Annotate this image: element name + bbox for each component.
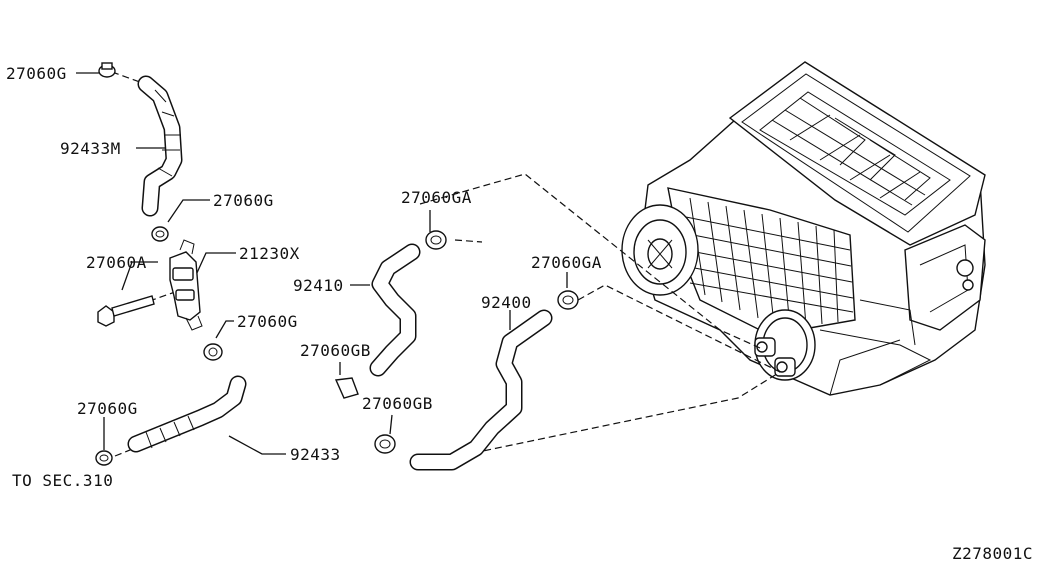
clip-27060GB-left	[334, 377, 359, 399]
hose-92433	[127, 375, 247, 453]
clip-27060GA-left	[425, 230, 447, 250]
label-to-sec-310: TO SEC.310	[12, 471, 114, 490]
hose-92410	[369, 243, 421, 377]
clip-27060G-low	[203, 343, 223, 361]
label-27060G-low: 27060G	[237, 312, 298, 331]
hvac-heater-unit	[621, 61, 986, 396]
label-27060G-mid: 27060G	[213, 191, 274, 210]
blower-motor	[621, 204, 699, 296]
label-27060GB-right: 27060GB	[362, 394, 433, 413]
leader-lines	[76, 71, 782, 463]
label-92433: 92433	[290, 445, 341, 464]
intake-grid	[771, 97, 931, 206]
clip-27060G-mid	[151, 226, 169, 242]
front-grille-lines	[675, 197, 854, 329]
label-27060G-top: 27060G	[6, 64, 67, 83]
label-21230X: 21230X	[239, 244, 300, 263]
heater-core-outlet	[754, 309, 816, 381]
clip-27060G-top	[98, 62, 116, 78]
diagram-code: Z278001C	[952, 544, 1034, 563]
label-27060G-bottom: 27060G	[77, 399, 138, 418]
valve-21230X	[169, 239, 203, 331]
label-27060A: 27060A	[86, 253, 147, 272]
bolt-27060A	[97, 295, 155, 327]
label-92400: 92400	[481, 293, 532, 312]
hose-92433M	[137, 75, 183, 217]
label-27060GB-left: 27060GB	[300, 341, 371, 360]
label-92410: 92410	[293, 276, 344, 295]
clip-27060GB-right	[374, 434, 396, 454]
hose-92400	[409, 309, 553, 471]
clip-27060G-bottom	[95, 450, 113, 466]
label-27060GA-right: 27060GA	[531, 253, 602, 272]
label-92433M: 92433M	[60, 139, 121, 158]
clip-27060GA-right	[557, 290, 579, 310]
label-27060GA-left: 27060GA	[401, 188, 472, 207]
